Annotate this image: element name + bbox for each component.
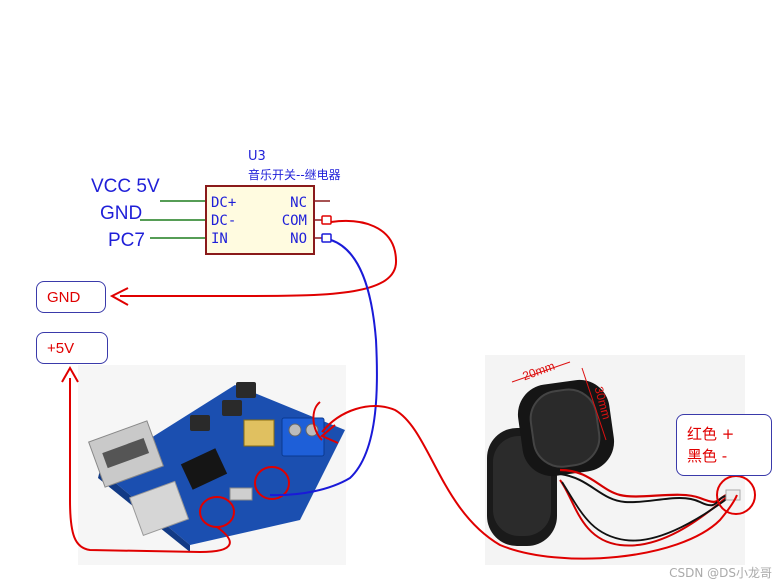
- dim-line-height: [581, 367, 607, 441]
- sd-slot: [129, 480, 190, 536]
- terminal-screw-1: [288, 423, 302, 437]
- pin-nc: NC: [290, 195, 307, 211]
- vcc-callout-label: +5V: [47, 340, 75, 357]
- speaker-wire-black-2: [561, 481, 729, 542]
- wire-terminal-to-speaker: [321, 405, 738, 560]
- pin-dc-minus: DC-: [211, 213, 237, 229]
- speaker-wire-red: [559, 468, 729, 503]
- speaker-connector: [725, 489, 741, 501]
- pad-com: [321, 215, 332, 225]
- relay-value: 音乐开关--继电器: [248, 168, 341, 182]
- push-button-3: [236, 382, 256, 398]
- pad-no: [321, 233, 332, 243]
- wire-no-to-terminal: [269, 239, 378, 497]
- wire-com-to-gnd: [120, 220, 398, 297]
- pin-dc-plus: DC+: [211, 195, 237, 211]
- push-button-1: [190, 415, 210, 431]
- relay-ref: U3: [248, 149, 266, 164]
- pin-in: IN: [211, 231, 228, 247]
- net-label-vcc: VCC 5V: [91, 176, 160, 197]
- net-label-pc7: PC7: [108, 230, 145, 251]
- gnd-callout-label: GND: [47, 289, 81, 306]
- arrow-5v: [61, 365, 79, 383]
- speaker-legend-box: 红色 + 黑色 -: [676, 414, 772, 476]
- audio-jack: [243, 419, 275, 447]
- speaker-connector-circle: [716, 475, 756, 515]
- micro-usb: [229, 487, 253, 501]
- usb-port-inner: [102, 438, 150, 469]
- ic-chip: [180, 448, 228, 490]
- speaker-cone: [529, 388, 601, 468]
- pin-no: NO: [290, 231, 307, 247]
- wire-terminal-hook: [312, 401, 323, 441]
- relay-symbol: DC+ DC- IN NC COM NO: [205, 185, 315, 255]
- push-button-2: [222, 400, 242, 416]
- arrow-gnd: [109, 287, 129, 306]
- legend-black: 黑色 -: [687, 447, 728, 465]
- watermark: CSDN @DS小龙哥: [669, 566, 772, 580]
- wire-5v: [69, 378, 231, 554]
- legend-red: 红色 +: [687, 425, 735, 443]
- vcc-callout-box: +5V: [36, 332, 108, 364]
- dim-line-width: [511, 361, 571, 383]
- net-label-gnd: GND: [100, 203, 143, 224]
- speaker-wire-black: [559, 473, 729, 507]
- terminal-block: [281, 417, 325, 457]
- pad-circle-gnd: [254, 466, 290, 500]
- arrow-terminal: [320, 424, 339, 444]
- pin-com: COM: [281, 213, 307, 229]
- gnd-callout-box: GND: [36, 281, 106, 313]
